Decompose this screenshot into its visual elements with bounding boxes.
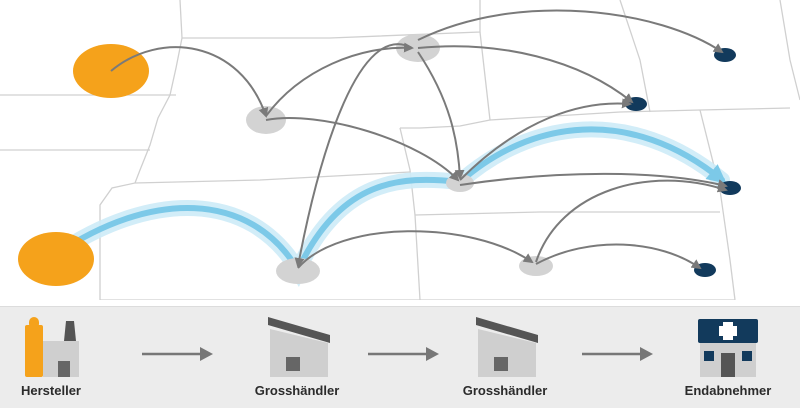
- step-label-wholesaler-2: Grosshändler: [462, 383, 548, 398]
- flow-arrow: [459, 172, 728, 189]
- flow-arrow: [417, 51, 465, 180]
- warehouse-icon: [476, 317, 538, 377]
- flow-arrows: [110, 9, 728, 270]
- map-borders: [0, 0, 800, 300]
- flow-arrow: [417, 9, 724, 54]
- manufacturer-nodes: [18, 44, 149, 286]
- flow-arrow: [297, 230, 534, 269]
- factory-icon: [25, 317, 79, 377]
- flow-arrow: [265, 42, 414, 117]
- step-label-manufacturer: Hersteller: [21, 383, 81, 398]
- flow-arrow: [417, 45, 634, 104]
- arrow-right-icon: [582, 347, 653, 361]
- step-label-wholesaler-1: Grosshändler: [254, 383, 340, 398]
- flow-arrow: [110, 46, 269, 118]
- wholesaler-node: [276, 258, 320, 284]
- arrow-right-icon: [142, 347, 213, 361]
- arrow-right-icon: [368, 347, 439, 361]
- flow-arrow: [265, 117, 460, 182]
- flow-arrow: [294, 43, 413, 268]
- step-label-end-customer: Endabnehmer: [684, 383, 772, 398]
- warehouse-icon: [268, 317, 330, 377]
- supply-chain-legend: Hersteller Grosshändler Grosshändler End…: [0, 306, 800, 408]
- hospital-icon: [698, 319, 758, 377]
- flow-arrow: [535, 179, 728, 263]
- wholesaler-nodes: [246, 34, 553, 284]
- manufacturer-node: [18, 232, 94, 286]
- distribution-map: [0, 0, 800, 300]
- flow-arrow: [535, 243, 702, 270]
- flow-arrow: [459, 98, 632, 181]
- highlighted-supply-path: [47, 121, 730, 287]
